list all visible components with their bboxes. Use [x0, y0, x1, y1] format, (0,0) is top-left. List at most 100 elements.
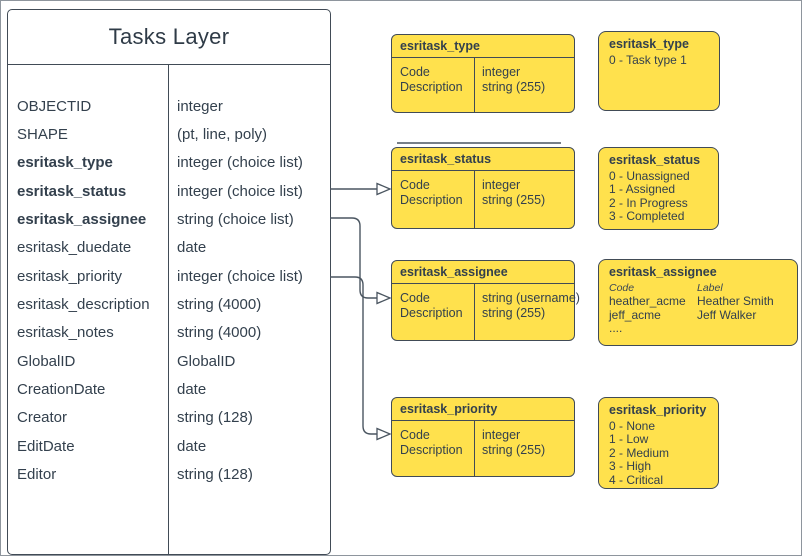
field-name: esritask_status	[17, 182, 127, 200]
domain-value: 0 - Unassigned	[609, 168, 690, 183]
field-name: EditDate	[17, 437, 75, 455]
field-name: esritask_notes	[17, 324, 114, 342]
column-divider-line	[168, 64, 169, 554]
assignee-more: ....	[609, 321, 623, 336]
schema-divider-line	[474, 171, 475, 228]
domain-value: 2 - Medium	[609, 445, 670, 460]
field-name: esritask_priority	[17, 267, 123, 285]
field-type: date	[177, 239, 207, 257]
table-row: EditDate date	[8, 432, 330, 460]
arrowhead-status	[376, 182, 392, 196]
field-type: integer	[177, 97, 223, 115]
schema-box-body: Code Description integer string (255)	[392, 58, 574, 112]
table-row: GlobalID GlobalID	[8, 347, 330, 375]
domain-value: 2 - In Progress	[609, 195, 688, 210]
field-name: esritask_assignee	[17, 211, 147, 229]
domain-value: 1 - Assigned	[609, 182, 676, 197]
schema-field-names: Code Description	[400, 428, 463, 457]
table-row: OBJECTID integer	[8, 92, 330, 120]
arrowhead-assignee	[376, 291, 392, 305]
table-row: esritask_priority integer (choice list)	[8, 262, 330, 290]
field-type: integer (choice list)	[177, 154, 303, 172]
table-row: esritask_type integer (choice list)	[8, 149, 330, 177]
table-row: Editor string (128)	[8, 460, 330, 488]
domain-value: 0 - Task type 1	[609, 52, 687, 67]
field-type: string (128)	[177, 409, 253, 427]
table-row: Creator string (128)	[8, 404, 330, 432]
schema-box-body: Code Description string (username) string…	[392, 284, 580, 340]
connector-priority	[330, 276, 377, 435]
schema-field-types: integer string (255)	[482, 428, 546, 457]
table-row: esritask_assignee string (choice list)	[8, 205, 330, 233]
field-type: date	[177, 437, 207, 455]
domain-box-title: esritask_assignee	[609, 265, 717, 279]
field-type: string (choice list)	[177, 211, 294, 229]
assignee-label: Jeff Walker	[697, 307, 757, 322]
field-name: Editor	[17, 466, 57, 484]
domain-box-title: esritask_priority	[609, 403, 707, 417]
schema-field-names: Code Description	[400, 178, 463, 207]
assignee-label: Heather Smith	[697, 294, 774, 309]
schema-box-title: esritask_status	[392, 148, 574, 171]
schema-divider-line	[474, 421, 475, 476]
schema-box-body: Code Description integer string (255)	[392, 421, 574, 476]
field-type: string (4000)	[177, 324, 262, 342]
schema-divider-line	[474, 284, 475, 340]
schema-field-types: integer string (255)	[482, 65, 546, 94]
field-name: Creator	[17, 409, 68, 427]
schema-field-names: Code Description	[400, 65, 463, 94]
field-name: SHAPE	[17, 126, 68, 144]
schema-field-types: integer string (255)	[482, 178, 546, 207]
assignee-col-code: Code	[609, 281, 635, 294]
arrowhead-priority	[376, 427, 392, 441]
schema-box-title: esritask_priority	[392, 398, 574, 421]
field-type: string (4000)	[177, 296, 262, 314]
field-name: esritask_type	[17, 154, 113, 172]
domain-value: 3 - Completed	[609, 209, 685, 224]
field-type: string (128)	[177, 466, 253, 484]
domain-value: 1 - Low	[609, 432, 649, 447]
connector-assignee	[330, 217, 377, 299]
schema-box-body: Code Description integer string (255)	[392, 171, 574, 228]
field-name: GlobalID	[17, 352, 76, 370]
schema-field-names: Code Description	[400, 291, 463, 320]
table-row: esritask_duedate date	[8, 234, 330, 262]
title-divider-line	[8, 64, 330, 65]
field-type: GlobalID	[177, 352, 236, 370]
schema-box-title: esritask_type	[392, 35, 574, 58]
domain-box-title: esritask_type	[609, 37, 689, 51]
field-type: (pt, line, poly)	[177, 126, 268, 144]
table-row: esritask_notes string (4000)	[8, 319, 330, 347]
field-name: CreationDate	[17, 381, 106, 399]
domain-value: 0 - None	[609, 418, 656, 433]
field-type: integer (choice list)	[177, 267, 303, 285]
domain-box-title: esritask_status	[609, 153, 701, 167]
assignee-code: jeff_acme	[609, 307, 661, 322]
domain-value: 3 - High	[609, 459, 652, 474]
assignee-code: heather_acme	[609, 294, 686, 309]
table-row: SHAPE (pt, line, poly)	[8, 120, 330, 148]
schema-field-types: string (username) string (255)	[482, 291, 580, 320]
table-title: Tasks Layer	[108, 24, 230, 49]
field-name: esritask_duedate	[17, 239, 132, 257]
schema-divider-line	[474, 58, 475, 112]
field-name: OBJECTID	[17, 97, 92, 115]
domain-value: 4 - Critical	[609, 472, 664, 487]
assignee-col-label: Label	[697, 281, 723, 294]
field-type: integer (choice list)	[177, 182, 303, 200]
schema-box-title: esritask_assignee	[392, 261, 574, 284]
table-row: esritask_status integer (choice list)	[8, 177, 330, 205]
